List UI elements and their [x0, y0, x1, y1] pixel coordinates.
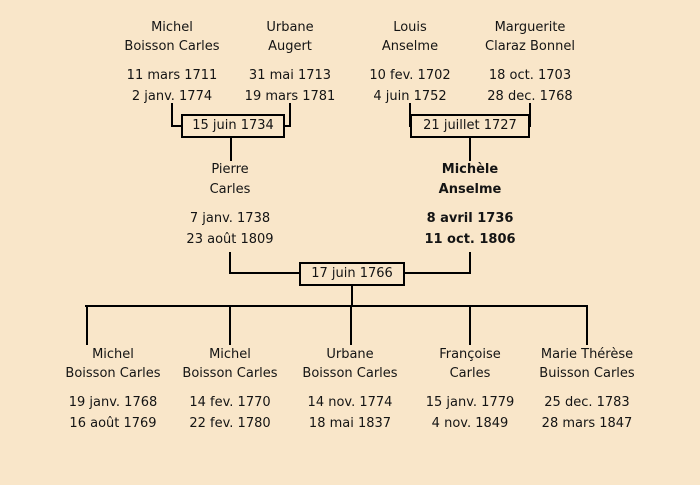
person-card-gp3-louis-anselme: Louis Anselme 10 fev. 1702 4 juin 1752	[335, 18, 485, 107]
given-name: Françoise	[439, 347, 501, 362]
person-name: Urbane Boisson Carles	[275, 345, 425, 383]
surname: Anselme	[438, 182, 502, 197]
person-name: Marie Thérèse Buisson Carles	[512, 345, 662, 383]
connector-child1-drop	[86, 307, 88, 345]
connector-child5-drop	[586, 307, 588, 345]
person-dates: 31 mai 1713 19 mars 1781	[215, 65, 365, 107]
birth-date: 10 fev. 1702	[369, 68, 451, 83]
death-date: 16 août 1769	[69, 416, 157, 431]
person-card-father-pierre-carles: Pierre Carles 7 janv. 1738 23 août 1809	[155, 160, 305, 250]
person-dates: 14 nov. 1774 18 mai 1837	[275, 392, 425, 434]
person-name: Michel Boisson Carles	[38, 345, 188, 383]
marriage-box-1: 15 juin 1734	[181, 114, 285, 138]
person-name: Michel Boisson Carles	[97, 18, 247, 56]
connector-child4-drop	[469, 307, 471, 345]
person-name: Michèle Anselme	[395, 160, 545, 200]
death-date: 4 nov. 1849	[431, 416, 509, 431]
birth-date: 15 janv. 1779	[425, 395, 515, 410]
given-name: Louis	[393, 20, 427, 35]
given-name: Michel	[92, 347, 134, 362]
given-name: Urbane	[326, 347, 374, 362]
birth-date: 11 mars 1711	[126, 68, 218, 83]
connector-gp4-down	[529, 103, 531, 127]
person-card-child2-michel-boisson-carles: Michel Boisson Carles 14 fev. 1770 22 fe…	[155, 345, 305, 434]
birth-date: 25 dec. 1783	[544, 395, 630, 410]
death-date: 28 dec. 1768	[487, 89, 573, 104]
surname: Boisson Carles	[302, 366, 398, 381]
given-name: Michèle	[441, 162, 499, 177]
death-date: 18 mai 1837	[308, 416, 392, 431]
person-dates: 18 oct. 1703 28 dec. 1768	[455, 65, 605, 107]
surname: Anselme	[381, 39, 439, 54]
person-name: Pierre Carles	[155, 160, 305, 200]
person-card-gp4-marguerite-claraz-bonnel: Marguerite Claraz Bonnel 18 oct. 1703 28…	[455, 18, 605, 107]
surname: Carles	[449, 366, 491, 381]
surname: Buisson Carles	[539, 366, 635, 381]
connector-marriage2-to-mother	[469, 138, 471, 161]
birth-date: 31 mai 1713	[248, 68, 332, 83]
death-date: 19 mars 1781	[244, 89, 336, 104]
person-name: Michel Boisson Carles	[155, 345, 305, 383]
birth-date: 14 fev. 1770	[189, 395, 271, 410]
death-date: 22 fev. 1780	[189, 416, 271, 431]
person-dates: 8 avril 1736 11 oct. 1806	[395, 208, 545, 250]
connector-marriage3-to-children	[351, 286, 353, 307]
given-name: Pierre	[211, 162, 249, 177]
surname: Boisson Carles	[182, 366, 278, 381]
person-card-gp1-michel-boisson-carles: Michel Boisson Carles 11 mars 1711 2 jan…	[97, 18, 247, 107]
person-dates: 11 mars 1711 2 janv. 1774	[97, 65, 247, 107]
surname: Augert	[268, 39, 312, 54]
person-dates: 25 dec. 1783 28 mars 1847	[512, 392, 662, 434]
person-name: Marguerite Claraz Bonnel	[455, 18, 605, 56]
person-dates: 15 janv. 1779 4 nov. 1849	[395, 392, 545, 434]
given-name: Marie Thérèse	[540, 347, 634, 362]
person-card-child3-urbane-boisson-carles: Urbane Boisson Carles 14 nov. 1774 18 ma…	[275, 345, 425, 434]
person-dates: 10 fev. 1702 4 juin 1752	[335, 65, 485, 107]
person-card-mother-michele-anselme: Michèle Anselme 8 avril 1736 11 oct. 180…	[395, 160, 545, 250]
person-name: Louis Anselme	[335, 18, 485, 56]
connector-gp1-down	[171, 103, 173, 127]
connector-mother-down	[469, 252, 471, 274]
person-card-child1-michel-boisson-carles: Michel Boisson Carles 19 janv. 1768 16 a…	[38, 345, 188, 434]
surname: Boisson Carles	[124, 39, 220, 54]
person-name: Urbane Augert	[215, 18, 365, 56]
birth-date: 8 avril 1736	[426, 211, 514, 226]
given-name: Michel	[209, 347, 251, 362]
person-dates: 7 janv. 1738 23 août 1809	[155, 208, 305, 250]
death-date: 23 août 1809	[186, 232, 274, 247]
marriage-box-2: 21 juillet 1727	[410, 114, 530, 138]
connector-child3-drop	[350, 307, 352, 345]
connector-child2-drop	[229, 307, 231, 345]
sibling-bar	[85, 305, 588, 307]
marriage-box-3: 17 juin 1766	[299, 262, 405, 286]
person-dates: 19 janv. 1768 16 août 1769	[38, 392, 188, 434]
surname: Boisson Carles	[65, 366, 161, 381]
death-date: 28 mars 1847	[541, 416, 633, 431]
given-name: Marguerite	[494, 20, 566, 35]
birth-date: 14 nov. 1774	[307, 395, 393, 410]
given-name: Urbane	[266, 20, 314, 35]
birth-date: 19 janv. 1768	[68, 395, 158, 410]
person-card-child5-marie-therese-buisson-carles: Marie Thérèse Buisson Carles 25 dec. 178…	[512, 345, 662, 434]
surname: Claraz Bonnel	[485, 39, 575, 54]
person-card-child4-francoise-carles: Françoise Carles 15 janv. 1779 4 nov. 18…	[395, 345, 545, 434]
person-dates: 14 fev. 1770 22 fev. 1780	[155, 392, 305, 434]
connector-marriage1-to-father	[230, 138, 232, 161]
person-card-gp2-urbane-augert: Urbane Augert 31 mai 1713 19 mars 1781	[215, 18, 365, 107]
connector-father-down	[229, 252, 231, 274]
death-date: 2 janv. 1774	[131, 89, 213, 104]
birth-date: 7 janv. 1738	[189, 211, 271, 226]
surname: Carles	[209, 182, 251, 197]
connector-gp2-down	[289, 103, 291, 127]
death-date: 4 juin 1752	[373, 89, 447, 104]
given-name: Michel	[151, 20, 193, 35]
birth-date: 18 oct. 1703	[488, 68, 572, 83]
person-name: Françoise Carles	[395, 345, 545, 383]
death-date: 11 oct. 1806	[424, 232, 516, 247]
